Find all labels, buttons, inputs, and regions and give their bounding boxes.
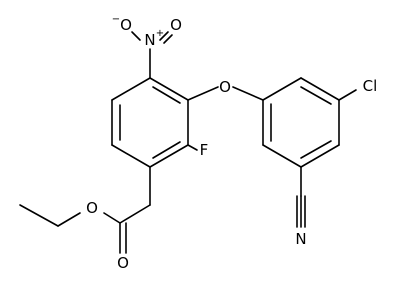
bond-nitro-n-o-right-double bbox=[163, 34, 173, 44]
atom-labels: O − N + O O Cl F N O O bbox=[86, 14, 377, 272]
bond-nitro-n-o-right bbox=[159, 31, 169, 41]
bond-ring2-inner-2 bbox=[300, 140, 332, 159]
bond-ring2-b bbox=[300, 77, 340, 101]
chlorine-label: Cl bbox=[363, 77, 378, 95]
bond-ring1-f-atom bbox=[187, 144, 198, 151]
bond-ring1-c bbox=[149, 144, 189, 168]
nitro-oxygen-left-label: O bbox=[120, 16, 132, 34]
bond-ethyl bbox=[19, 204, 59, 227]
ether-oxygen-label: O bbox=[219, 78, 231, 96]
bond-ring2-e bbox=[262, 144, 302, 168]
bond-ring1-inner-2 bbox=[152, 141, 181, 159]
fluorine-label: F bbox=[200, 141, 209, 159]
ester-oxygen-label: O bbox=[86, 199, 98, 217]
bond-ring1-a bbox=[149, 77, 189, 101]
bond-carbonyl-ester-o bbox=[103, 212, 121, 224]
bond-ring2-d bbox=[300, 144, 340, 168]
nitrile-nitrogen-label: N bbox=[295, 230, 306, 248]
bonds bbox=[19, 31, 357, 254]
bond-ring1-ether-o bbox=[187, 86, 219, 101]
bond-ring2-cl bbox=[338, 89, 357, 101]
bond-ester-o-ch2 bbox=[57, 212, 81, 227]
carbonyl-oxygen-label: O bbox=[117, 254, 129, 272]
bond-ether-o-ring2 bbox=[232, 86, 264, 101]
nitro-nitrogen-label: N bbox=[144, 31, 155, 49]
bond-ring2-a bbox=[262, 77, 302, 101]
nitro-oxygen-negative-charge: − bbox=[112, 14, 120, 25]
bond-nitro-n-o-left bbox=[131, 31, 141, 41]
bond-ring1-d bbox=[111, 144, 151, 168]
bond-ring1-inner-1 bbox=[152, 86, 181, 104]
bond-ring1-f bbox=[111, 77, 151, 101]
bond-ch2-carbonyl bbox=[119, 204, 151, 224]
bond-ring2-inner-1 bbox=[300, 86, 332, 105]
nitro-nitrogen-positive-charge: + bbox=[156, 28, 164, 39]
nitro-oxygen-right-label: O bbox=[170, 16, 182, 34]
